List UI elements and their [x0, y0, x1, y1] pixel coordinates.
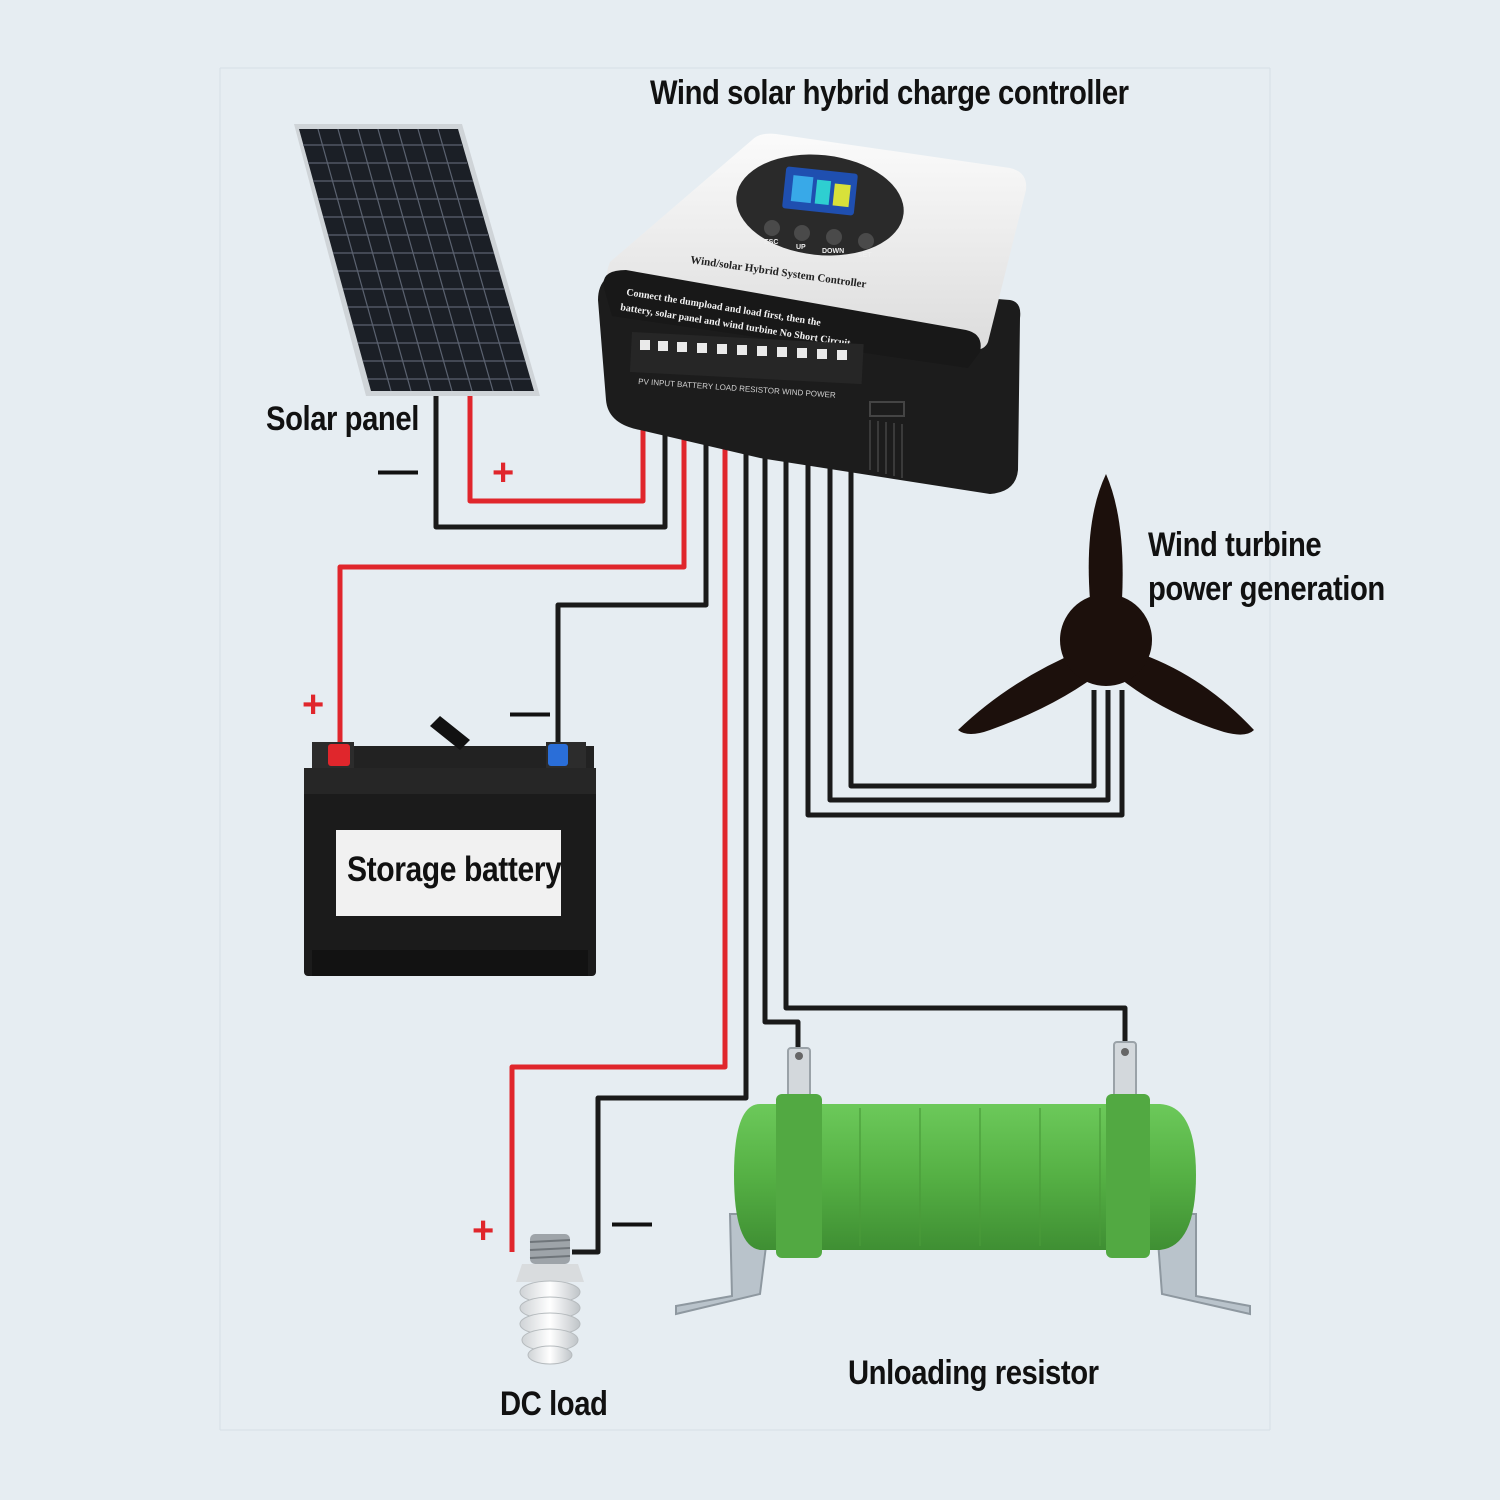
battery-minus-sign: —	[510, 690, 550, 734]
wire-load-negative	[572, 345, 749, 1255]
dc-load-label: DC load	[500, 1385, 608, 1423]
button-esc: ESC	[764, 239, 778, 246]
wire-wind-3	[848, 345, 1097, 789]
wire-battery-positive	[337, 345, 687, 750]
solar-panel-icon	[294, 124, 540, 396]
wind-turbine-icon	[958, 474, 1254, 735]
light-bulb-icon	[516, 1234, 584, 1365]
background-grid	[219, 67, 1271, 1431]
resistor-icon	[675, 1041, 1251, 1316]
wind-turbine-label-line2: power generation	[1148, 570, 1385, 608]
load-minus-sign: —	[612, 1200, 652, 1244]
solar-plus-sign: +	[492, 452, 515, 494]
solar-minus-sign: —	[378, 448, 418, 492]
wire-wind-1	[805, 345, 1125, 818]
solar-panel-label: Solar panel	[266, 400, 419, 438]
wire-resistor-left	[762, 345, 801, 1048]
button-down: DOWN	[822, 248, 844, 255]
load-plus-sign: +	[472, 1210, 495, 1252]
button-set: SET	[858, 252, 872, 259]
wind-turbine-label-line1: Wind turbine	[1148, 526, 1322, 564]
controller-label: Wind solar hybrid charge controller	[650, 74, 1129, 112]
unloading-resistor-label: Unloading resistor	[848, 1354, 1099, 1392]
wire-resistor-right	[783, 345, 1128, 1048]
wire-load-positive	[509, 345, 728, 1252]
wires	[337, 340, 1128, 1255]
battery-icon	[304, 716, 596, 976]
battery-plus-sign: +	[302, 684, 325, 726]
button-up: UP	[796, 244, 806, 251]
wire-wind-2	[827, 345, 1111, 803]
storage-battery-label: Storage battery	[347, 850, 562, 889]
wire-battery-negative	[555, 345, 709, 748]
charge-controller-icon: ESC UP DOWN SET Wind/solar Hybrid System…	[598, 133, 1027, 494]
